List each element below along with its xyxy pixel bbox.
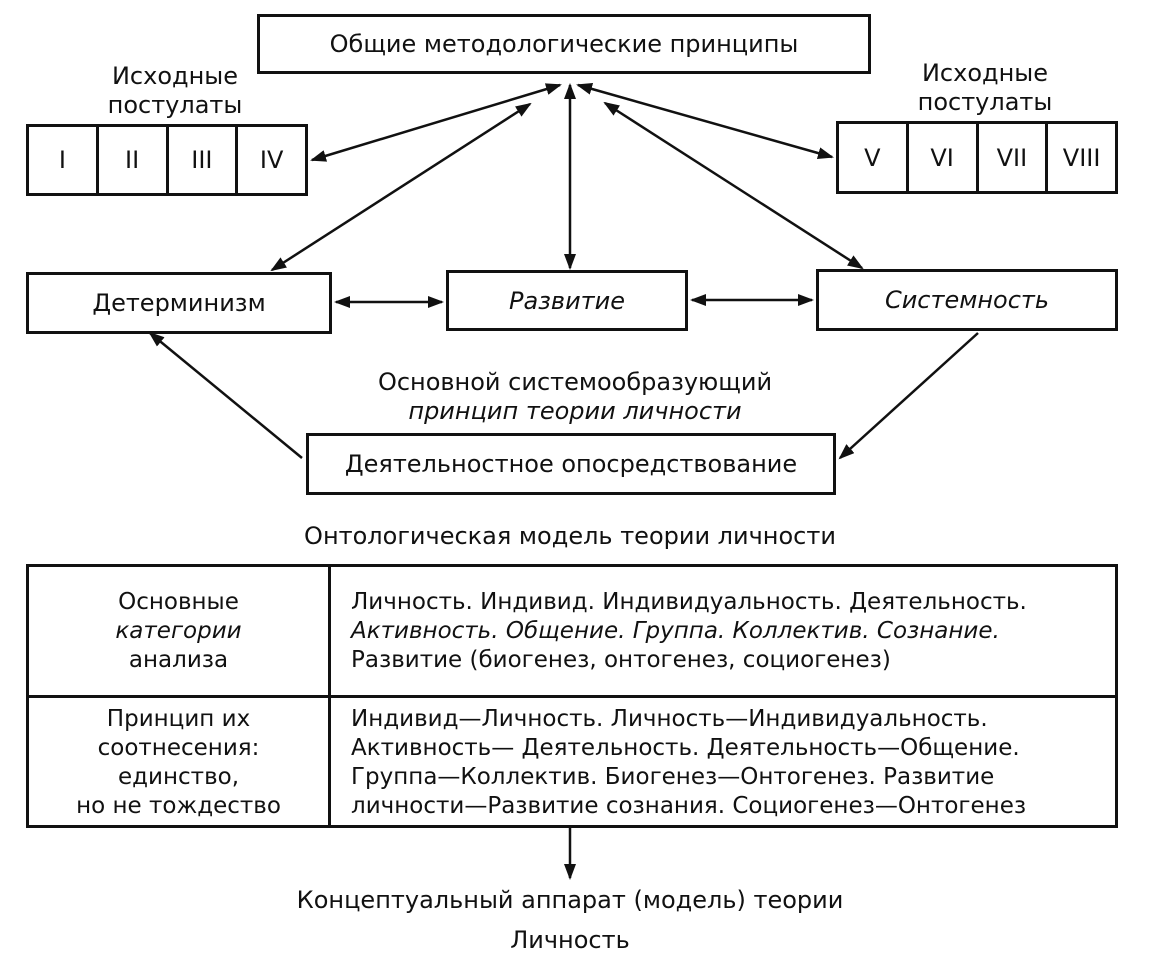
table-row-header-line: но не тождество (76, 793, 281, 819)
table-row-header-line: Принцип их (106, 706, 251, 732)
ontological-model-table: Основные категории анализа Личность. Инд… (26, 564, 1118, 828)
arrow-top-to-systemness (603, 101, 864, 270)
ontological-model-title: Онтологическая модель теории личности (240, 522, 900, 551)
postulate-cell: I (29, 127, 99, 193)
postulates-left-box: I II III IV (26, 124, 308, 196)
table-row-content-line: личности—Развитие сознания. Социогенез—О… (351, 793, 1027, 819)
table-row-content-line: Личность. Индивид. Индивидуальность. Дея… (351, 588, 1027, 615)
general-methodological-principles-label: Общие методологические принципы (329, 30, 799, 58)
postulate-cell: VII (979, 124, 1049, 191)
arrow-activity-to-determinism (148, 331, 303, 459)
table-row-header-line: соотнесения: (97, 735, 260, 761)
conceptual-apparatus-caption-line1: Концептуальный аппарат (модель) теории (296, 886, 844, 914)
table-row-header: Принцип их соотнесения: единство, но не … (29, 698, 328, 828)
arrow-top-to-postulates-right (576, 83, 834, 159)
table-row-content-line: Группа—Коллектив. Биогенез—Онтогенез. Ра… (351, 764, 995, 790)
development-label: Развитие (508, 286, 626, 315)
activity-mediation-box: Деятельностное опосредствование (306, 433, 836, 495)
postulate-cell: VIII (1048, 124, 1115, 191)
systemness-box: Системность (816, 269, 1118, 331)
development-box: Развитие (446, 270, 688, 331)
postulates-right-caption-line1: Исходные (921, 59, 1049, 87)
table-row-header-line: анализа (128, 646, 229, 673)
core-principle-caption-line2: принцип теории личности (408, 397, 742, 425)
postulates-right-caption: Исходные постулаты (870, 59, 1100, 117)
systemness-label: Системность (884, 286, 1050, 314)
postulates-right-caption-line2: постулаты (917, 88, 1053, 116)
table-row-header-line: категории (115, 617, 242, 644)
table-row-content: Личность. Индивид. Индивидуальность. Дея… (351, 567, 1111, 695)
activity-mediation-label: Деятельностное опосредствование (344, 450, 798, 478)
table-row-content-line: Активность. Общение. Группа. Коллектив. … (351, 617, 1000, 644)
postulate-cell: III (169, 127, 239, 193)
core-principle-caption: Основной системообразующий принцип теори… (300, 368, 850, 426)
postulate-label: VIII (1062, 143, 1101, 172)
determinism-box: Детерминизм (26, 272, 332, 334)
table-row-header-line: Основные (118, 588, 239, 615)
general-methodological-principles-box: Общие методологические принципы (257, 14, 871, 74)
core-principle-caption-line1: Основной системообразующий (377, 368, 773, 396)
table-row-header-line: единство, (117, 764, 240, 790)
postulate-cell: V (839, 124, 909, 191)
table-row-content: Индивид—Личность. Личность—Индивидуально… (351, 698, 1111, 828)
postulate-label: IV (259, 146, 284, 174)
table-row-content-line: Развитие (биогенез, онтогенез, социогене… (351, 646, 891, 673)
arrow-top-to-determinism (270, 102, 532, 272)
arrow-systemness-to-activity (838, 332, 979, 460)
postulate-cell: II (99, 127, 169, 193)
postulate-cell: VI (909, 124, 979, 191)
postulate-label: I (58, 146, 66, 174)
postulates-left-caption-line1: Исходные (111, 62, 239, 90)
postulate-cell: IV (238, 127, 305, 193)
conceptual-apparatus-caption: Концептуальный аппарат (модель) теории Л… (200, 880, 940, 960)
arrow-top-to-postulates-left (310, 83, 562, 162)
postulate-label: II (125, 146, 140, 174)
postulate-label: VI (930, 143, 954, 172)
postulates-right-box: V VI VII VIII (836, 121, 1118, 194)
conceptual-apparatus-caption-line2: Личность (510, 926, 630, 954)
table-row-content-line: Индивид—Личность. Личность—Индивидуально… (351, 706, 988, 732)
determinism-label: Детерминизм (92, 289, 266, 317)
table-row-header: Основные категории анализа (29, 567, 328, 695)
postulate-label: VII (996, 143, 1028, 172)
postulate-label: V (864, 143, 881, 172)
postulates-left-caption: Исходные постулаты (60, 62, 290, 120)
postulate-label: III (191, 146, 213, 174)
ontological-model-title-text: Онтологическая модель теории личности (304, 522, 836, 550)
table-row-content-line: Активность— Деятельность. Деятельность—О… (351, 735, 1020, 761)
table-row-divider (29, 695, 1115, 698)
postulates-left-caption-line2: постулаты (107, 91, 243, 119)
